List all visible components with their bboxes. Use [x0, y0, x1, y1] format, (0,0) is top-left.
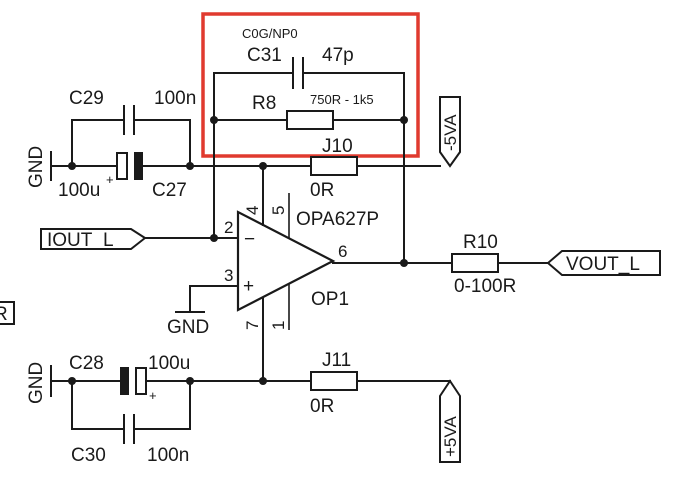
r10-resistor — [451, 253, 499, 273]
c31-dielectric: C0G/NP0 — [242, 26, 298, 41]
neg-rail-port — [439, 96, 461, 168]
c27-value: 100u — [58, 180, 100, 201]
op1-minus: − — [244, 229, 255, 250]
j10-ref: J10 — [322, 136, 353, 157]
c31-ref: C31 — [247, 45, 282, 66]
c30-ref: C30 — [71, 445, 106, 466]
left-port-fragment — [0, 301, 15, 325]
op1-pin-1: 1 — [269, 321, 288, 330]
j10-value: 0R — [310, 180, 334, 201]
op1-pin-2: 2 — [224, 218, 233, 237]
c27-ref: C27 — [152, 180, 187, 201]
op1-pin-5: 5 — [269, 206, 288, 215]
pos-rail-port — [439, 379, 461, 463]
gnd-label-opamp: GND — [167, 317, 209, 338]
op1-pin-3: 3 — [224, 266, 233, 285]
j11-ref: J11 — [322, 350, 351, 371]
pos-rail-label: +5VA — [441, 416, 460, 457]
op1-pin-7: 7 — [243, 321, 262, 330]
gnd-label-bottom: GND — [26, 362, 47, 404]
vout-label: VOUT_L — [566, 254, 640, 275]
c28-value: 100u — [148, 353, 190, 374]
neg-rail-label: -5VA — [441, 114, 460, 151]
op1-value: OPA627P — [296, 209, 379, 230]
r10-value: 0-100R — [454, 276, 516, 297]
c27-plus: + — [106, 172, 114, 187]
r10-ref: R10 — [463, 232, 498, 253]
c31-value: 47p — [322, 45, 354, 66]
j11-value: 0R — [310, 396, 334, 417]
c28-plus: + — [149, 388, 157, 403]
op1-pin-4: 4 — [243, 206, 262, 215]
j10-resistor — [310, 156, 358, 176]
op-amp: GND − + 2 3 4 5 7 1 6 OPA627P OP1 — [167, 165, 379, 382]
r8-value: 750R - 1k5 — [310, 92, 374, 107]
c29-value: 100n — [154, 88, 196, 109]
positive-rail: GND + C28 100u C30 100n J11 0R +5VA — [26, 350, 461, 466]
j11-resistor — [310, 371, 358, 391]
r8-resistor — [286, 110, 334, 130]
left-port-fragment-label: R — [0, 304, 8, 325]
highlight-box — [201, 12, 420, 158]
r8-ref: R8 — [252, 93, 276, 114]
iout-label: IOUT_L — [47, 230, 114, 251]
op1-pin-6: 6 — [338, 242, 347, 261]
vout-port — [546, 250, 661, 276]
iout-port — [40, 228, 147, 250]
op1-triangle — [236, 210, 336, 312]
feedback-network: C0G/NP0 C31 47p R8 750R - 1k5 — [210, 26, 408, 264]
negative-rail: GND + 100u C27 C29 100n J10 0R -5VA — [26, 88, 461, 201]
op1-plus: + — [243, 276, 254, 297]
c28-ref: C28 — [69, 353, 104, 374]
op1-ref: OP1 — [311, 289, 349, 310]
c29-ref: C29 — [69, 88, 104, 109]
c30-value: 100n — [147, 445, 189, 466]
gnd-label-top: GND — [26, 146, 47, 188]
output-stage: R10 0-100R VOUT_L — [332, 232, 661, 297]
